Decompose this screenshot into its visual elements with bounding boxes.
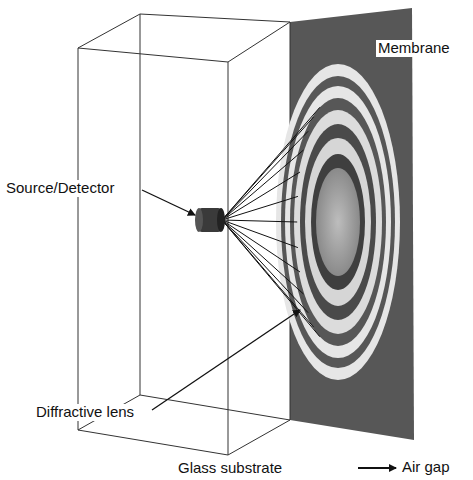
leader-lines: [142, 50, 398, 468]
part-label: Glass substrate: [176, 460, 284, 477]
light-ray: [222, 107, 320, 220]
light-ray: [222, 220, 300, 272]
part-label: Diffractive lens: [34, 404, 136, 421]
light-ray: [222, 196, 298, 220]
light-ray: [222, 172, 300, 220]
light-ray: [222, 117, 314, 220]
light-ray: [222, 220, 308, 313]
light-ray: [222, 220, 304, 294]
light-ray: [222, 220, 320, 337]
light-ray: [222, 220, 297, 222]
part-label: Membrane: [376, 40, 452, 57]
source-detector: [195, 208, 225, 232]
part-label: Source/Detector: [4, 180, 116, 197]
light-ray: [222, 150, 304, 220]
part-label: Air gap: [400, 459, 452, 476]
light-ray: [222, 131, 308, 220]
light-rays: [222, 107, 320, 336]
